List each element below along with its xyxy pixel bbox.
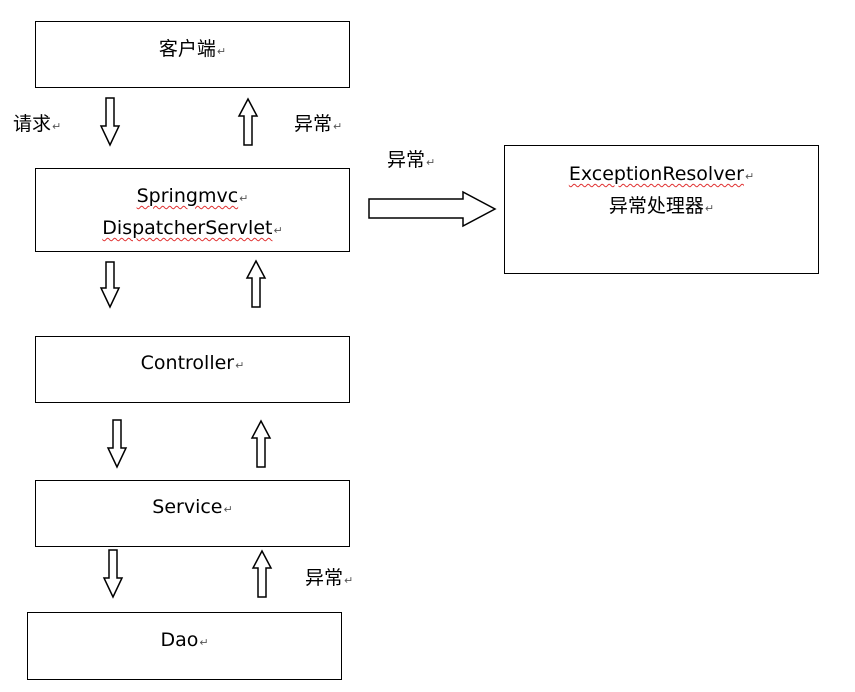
arrow-up-controller-dispatcher — [245, 259, 267, 308]
resolver-line2: 异常处理器↵ — [608, 195, 715, 217]
arrow-down-controller-service — [106, 419, 128, 469]
dao-box: Dao↵ — [27, 612, 342, 680]
dispatcher-line1: Springmvc↵ — [136, 185, 249, 207]
resolver-line1: ExceptionResolver↵ — [568, 163, 755, 185]
service-label: Service↵ — [152, 496, 233, 518]
arrow-down-dispatcher-controller — [99, 261, 121, 309]
arrow-right-to-resolver — [368, 190, 497, 228]
service-box: Service↵ — [35, 480, 350, 547]
exception-resolver-box: ExceptionResolver↵ 异常处理器↵ — [504, 145, 819, 274]
exception-label-top: 异常↵ — [294, 113, 343, 135]
dispatcher-line2: DispatcherServlet↵ — [102, 217, 283, 239]
arrow-down-request — [99, 97, 121, 147]
dispatcher-servlet-box: Springmvc↵ DispatcherServlet↵ — [35, 168, 350, 252]
client-box: 客户端↵ — [35, 21, 350, 88]
client-label: 客户端↵ — [158, 38, 227, 60]
exception-label-middle: 异常↵ — [387, 149, 436, 171]
arrow-up-exception — [237, 97, 259, 146]
exception-label-bottom: 异常↵ — [305, 567, 354, 589]
arrow-down-service-dao — [102, 549, 124, 599]
dao-label: Dao↵ — [160, 629, 209, 651]
controller-box: Controller↵ — [35, 336, 350, 403]
arrow-up-service-controller — [250, 419, 272, 468]
arrow-up-dao-service — [251, 549, 273, 598]
request-label: 请求↵ — [13, 113, 62, 135]
controller-label: Controller↵ — [140, 352, 245, 374]
